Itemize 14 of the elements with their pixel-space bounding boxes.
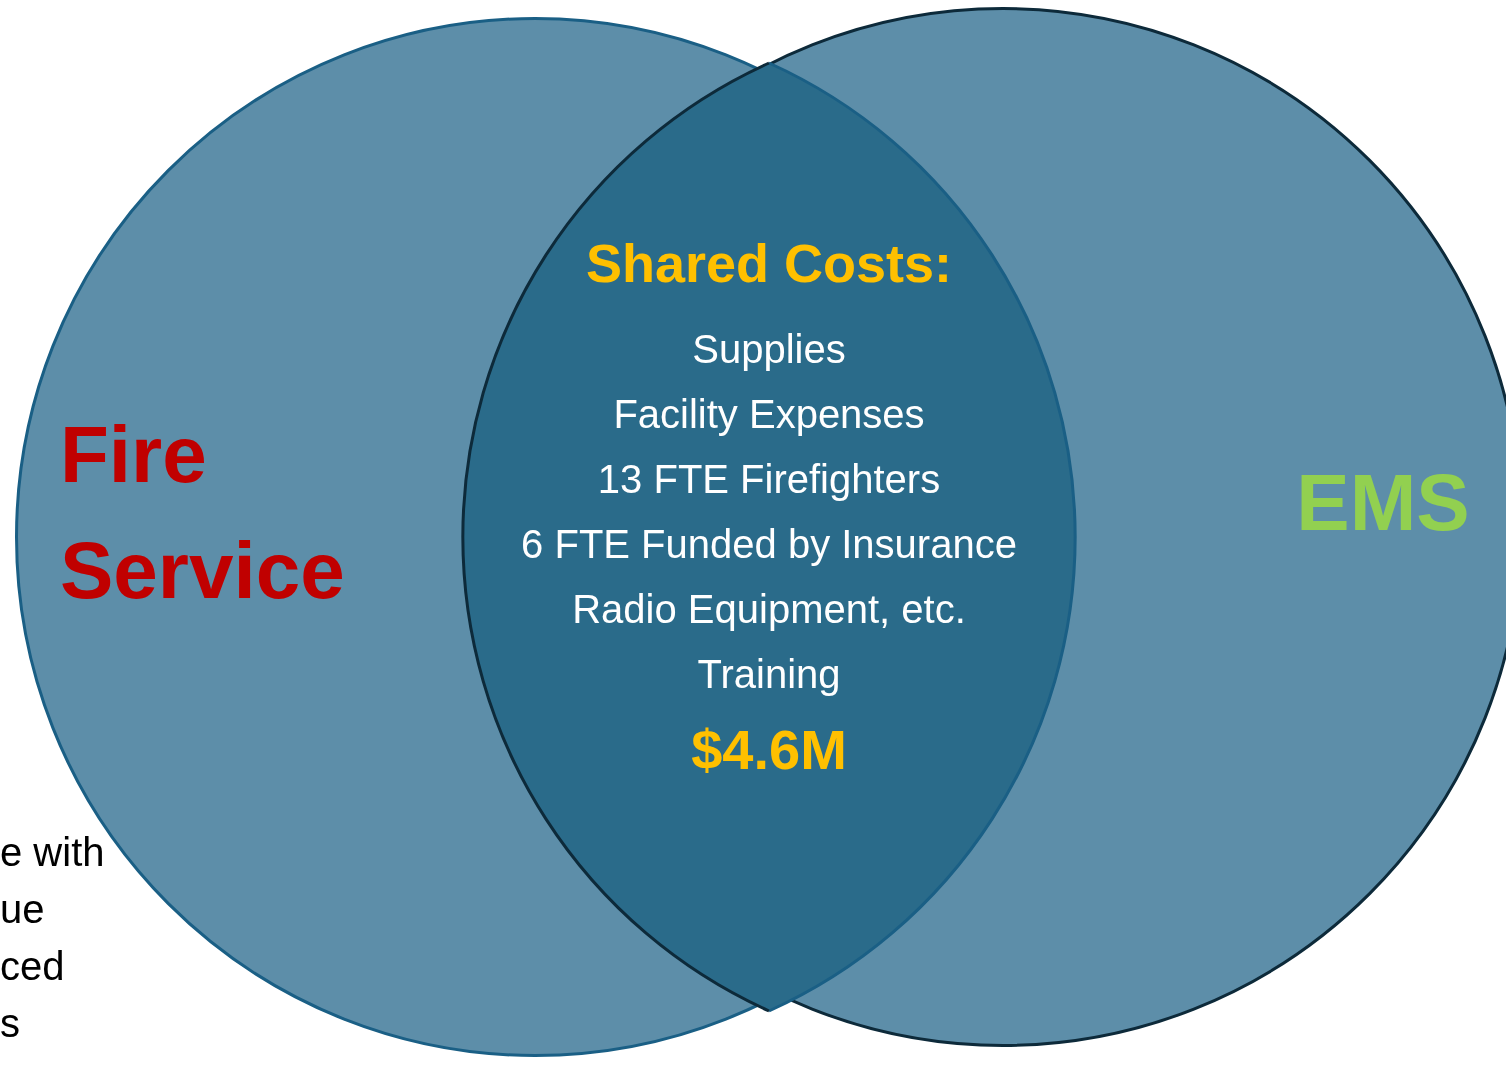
cost-item: Radio Equipment, etc.	[572, 587, 966, 632]
total-amount: $4.6M	[691, 717, 847, 782]
circle-title: EMS	[1295, 457, 1471, 549]
shared-costs-heading: Shared Costs:	[585, 232, 953, 294]
note-text-fragment: ue	[0, 887, 45, 932]
note-text-fragment: s	[0, 1001, 20, 1046]
note-text-fragment: e with	[0, 830, 105, 875]
circle-title: Fire Service	[60, 409, 346, 617]
note-text-fragment: ced	[0, 944, 65, 989]
cost-item: 13 FTE Firefighters	[597, 457, 941, 502]
cost-item: Facility Expenses	[613, 392, 925, 437]
cost-item: Training	[697, 652, 841, 697]
cost-item: Supplies	[692, 327, 846, 372]
cost-item: 6 FTE Funded by Insurance	[521, 522, 1017, 567]
